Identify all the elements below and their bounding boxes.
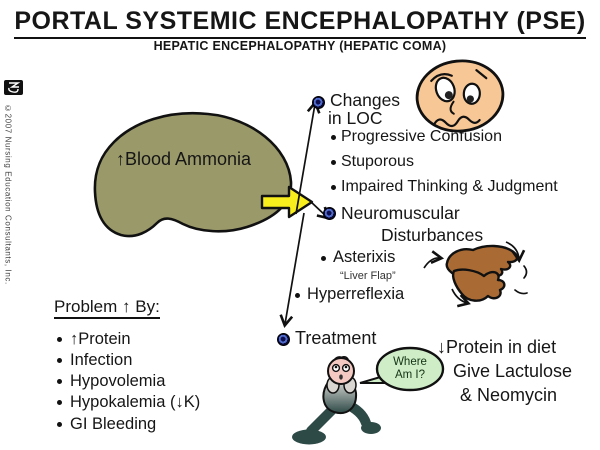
- neuro-heading-line1: Neuromuscular: [341, 203, 460, 223]
- loc-heading-line2: in LOC: [328, 108, 383, 128]
- motion-arrow: [423, 250, 445, 269]
- liver-shape: [93, 111, 293, 238]
- page-title: PORTAL SYSTEMIC ENCEPHALOPATHY (PSE): [0, 7, 600, 39]
- nec-logo-icon: [4, 80, 23, 95]
- neuro-bullet-icon: [323, 207, 336, 220]
- hyperreflexia-label: Hyperreflexia: [307, 285, 405, 303]
- neuro-heading-line2: Disturbances: [381, 225, 484, 245]
- bullet-icon: [57, 358, 62, 363]
- motion-arrow: [451, 288, 471, 308]
- copyright-text: ©2007 Nursing Education Consultants, Inc…: [3, 104, 13, 285]
- bullet-icon: [331, 185, 336, 190]
- problem-item: ↑Protein: [70, 330, 131, 348]
- treatment-line: Give Lactulose: [453, 361, 573, 381]
- loc-item: Impaired Thinking & Judgment: [341, 178, 558, 195]
- problem-item: Hypokalemia (↓K): [70, 393, 201, 411]
- flapping-hands-illustration: [423, 241, 528, 308]
- bullet-icon: [57, 400, 62, 405]
- liver-flap-note: “Liver Flap”: [340, 270, 396, 282]
- confused-face-illustration: [415, 59, 505, 133]
- treatment-bullet-icon: [277, 333, 290, 346]
- bullet-icon: [295, 293, 300, 298]
- loc-heading-line1: Changes: [330, 90, 401, 110]
- motion-arrow: [505, 241, 526, 264]
- bullet-icon: [57, 379, 62, 384]
- problem-item: Infection: [70, 351, 133, 369]
- arrow-to-treatment: [279, 212, 305, 329]
- page-subtitle: HEPATIC ENCEPHALOPATHY (HEPATIC COMA): [153, 39, 447, 53]
- asterixis-label: Asterixis: [333, 248, 396, 266]
- bullet-icon: [331, 160, 336, 165]
- speech-bubble-text: Where Am I?: [393, 356, 427, 382]
- bullet-icon: [331, 135, 336, 140]
- bullet-icon: [321, 256, 326, 261]
- confused-person-illustration: [292, 356, 381, 445]
- speech-bubble: [359, 346, 445, 392]
- bullet-icon: [57, 422, 62, 427]
- loc-bullet-icon: [312, 96, 325, 109]
- problem-item: Hypovolemia: [70, 372, 166, 390]
- problem-item: GI Bleeding: [70, 415, 157, 433]
- treatment-heading: Treatment: [295, 328, 377, 348]
- problem-heading: Problem ↑ By:: [54, 297, 160, 319]
- motion-mark: [514, 289, 528, 295]
- loc-item: Progressive Confusion: [341, 128, 502, 145]
- liver-label: ↑Blood Ammonia: [116, 149, 252, 169]
- treatment-line: ↓Protein in diet: [437, 337, 557, 357]
- treatment-line: & Neomycin: [460, 385, 558, 405]
- bullet-icon: [57, 337, 62, 342]
- motion-mark: [523, 265, 528, 279]
- loc-item: Stuporous: [341, 153, 414, 170]
- arrow-to-loc: [295, 99, 321, 215]
